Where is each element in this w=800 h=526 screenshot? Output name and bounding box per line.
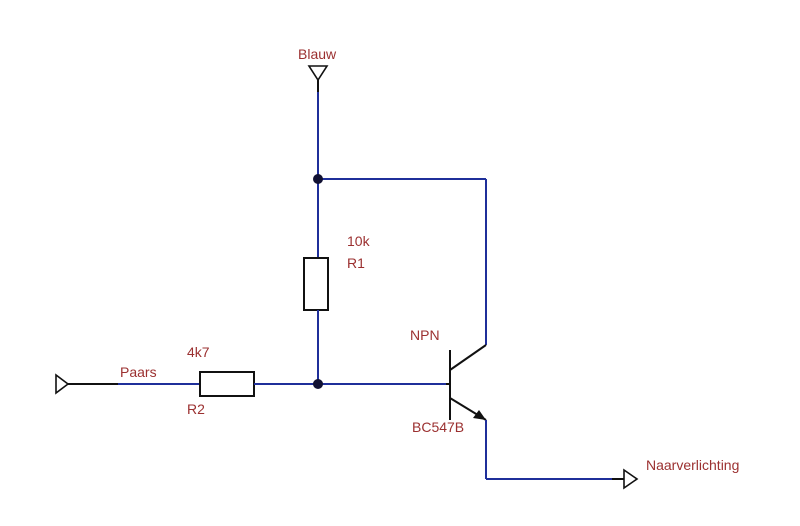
blauw-label: Blauw bbox=[298, 46, 337, 62]
transistor-part-label: BC547B bbox=[412, 419, 464, 435]
emitter-arrow-icon bbox=[473, 410, 486, 420]
r1-value-label: 10k bbox=[347, 233, 371, 249]
base-junction-dot bbox=[313, 379, 323, 389]
blauw-port-icon bbox=[307, 65, 329, 82]
r1-name-label: R1 bbox=[347, 255, 365, 271]
r2-name-label: R2 bbox=[187, 401, 205, 417]
r2-resistor bbox=[199, 371, 255, 397]
paars-label: Paars bbox=[120, 364, 157, 380]
naarverlichting-port-icon bbox=[623, 468, 639, 490]
npn-transistor bbox=[446, 344, 487, 421]
r1-resistor bbox=[303, 257, 329, 311]
top-junction-dot bbox=[313, 174, 323, 184]
r2-value-label: 4k7 bbox=[187, 344, 210, 360]
transistor-type-label: NPN bbox=[410, 327, 440, 343]
paars-port-icon bbox=[55, 373, 70, 395]
naarverlichting-label: Naarverlichting bbox=[646, 457, 739, 473]
